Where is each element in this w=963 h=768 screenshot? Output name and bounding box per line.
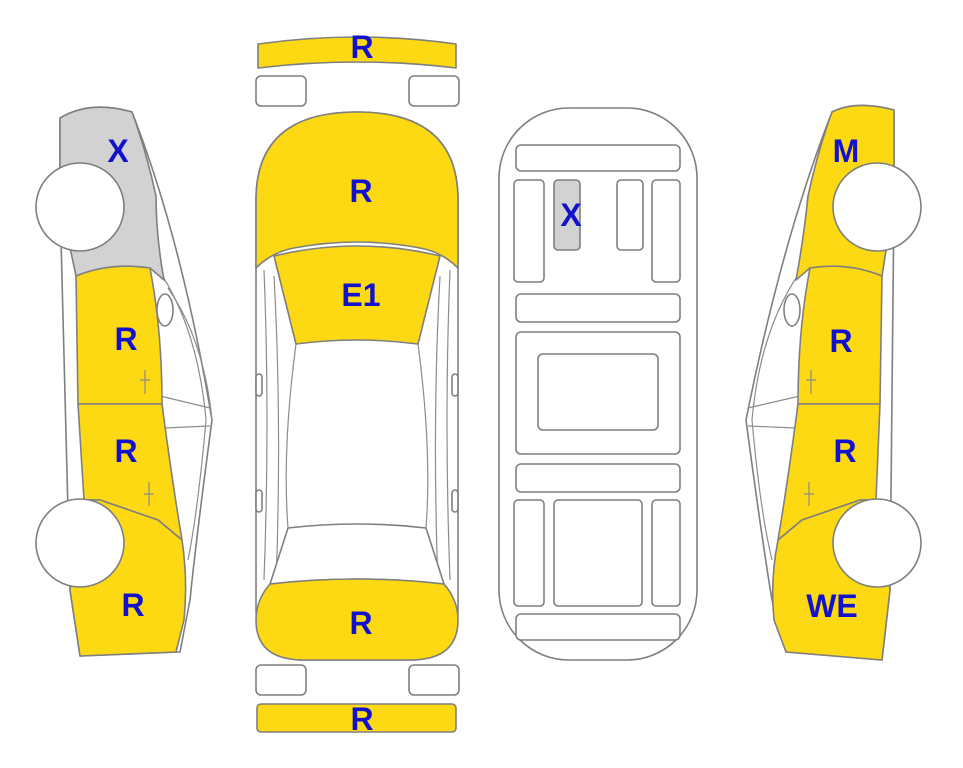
right-front-door-label: R [829, 323, 852, 359]
left-side-view: X R R R [35, 106, 213, 657]
underside-view: X [498, 107, 698, 661]
right-front-wheel [832, 162, 922, 252]
left-window-line-2 [163, 425, 211, 429]
left-handle [255, 489, 263, 513]
rear-right-rail [651, 499, 681, 607]
right-window-line [747, 395, 801, 409]
floor-panel-label: X [560, 197, 582, 233]
left-rear-wheel [35, 498, 125, 588]
trunk-lid[interactable] [255, 578, 459, 661]
right-a-pillar [751, 271, 801, 561]
front-crossmember [515, 144, 681, 172]
rear-bumper-label: R [350, 701, 373, 737]
engine-mount [616, 179, 644, 251]
floor-panel[interactable] [553, 179, 581, 251]
front-bumper[interactable] [257, 36, 457, 69]
left-side-line [263, 269, 268, 581]
rear-left-rail [513, 499, 545, 607]
roof-left-line [285, 343, 297, 529]
right-front-door[interactable] [797, 265, 883, 405]
roof-right-line [417, 343, 429, 529]
left-rear-door-handle [144, 482, 154, 506]
left-front-door-label: R [114, 321, 137, 357]
front-bumper-label: R [350, 29, 373, 65]
right-rear-wheel [832, 498, 922, 588]
right-front-door-handle [806, 370, 816, 394]
left-roof-line [167, 287, 213, 421]
right-side-line [446, 269, 451, 581]
right-mirror [451, 373, 459, 397]
windshield[interactable] [273, 245, 441, 345]
right-side-view: M R R WE [745, 104, 922, 661]
front-left-rail [513, 179, 545, 283]
front-right-rail [651, 179, 681, 283]
left-mirror-side [156, 293, 174, 327]
left-window-line [159, 395, 211, 409]
rear-left-taillight [255, 664, 307, 696]
hood[interactable] [255, 111, 459, 269]
right-side-line-2 [434, 275, 441, 587]
right-handle [451, 489, 459, 513]
left-a-pillar [159, 271, 207, 561]
rear-crossmember [515, 613, 681, 641]
left-side-line-2 [273, 275, 280, 587]
front-right-headlight [408, 75, 460, 107]
mid-crossmember-2 [515, 463, 681, 493]
right-front-fender-label: M [833, 133, 860, 169]
windshield-label: E1 [341, 277, 380, 313]
right-rear-door-handle [804, 482, 814, 506]
hood-label: R [349, 173, 372, 209]
top-view: R R E1 R R [255, 29, 460, 737]
rear-window [269, 523, 445, 585]
right-window-line-2 [747, 425, 797, 429]
left-front-door-handle [140, 370, 150, 394]
right-rear-door-label: R [833, 433, 856, 469]
tunnel [537, 353, 659, 431]
rear-floor [553, 499, 643, 607]
left-front-door[interactable] [75, 265, 163, 405]
rear-right-taillight [408, 664, 460, 696]
front-left-headlight [255, 75, 307, 107]
right-mirror-side [783, 293, 801, 327]
left-mirror [255, 373, 263, 397]
left-rear-quarter-label: R [121, 587, 144, 623]
trunk-lid-label: R [349, 605, 372, 641]
rear-bumper[interactable] [256, 703, 457, 733]
right-rear-quarter-label: WE [806, 588, 858, 624]
left-front-fender-label: X [107, 133, 129, 169]
left-rear-door-label: R [114, 433, 137, 469]
mid-crossmember-1 [515, 293, 681, 323]
left-front-wheel [35, 162, 125, 252]
